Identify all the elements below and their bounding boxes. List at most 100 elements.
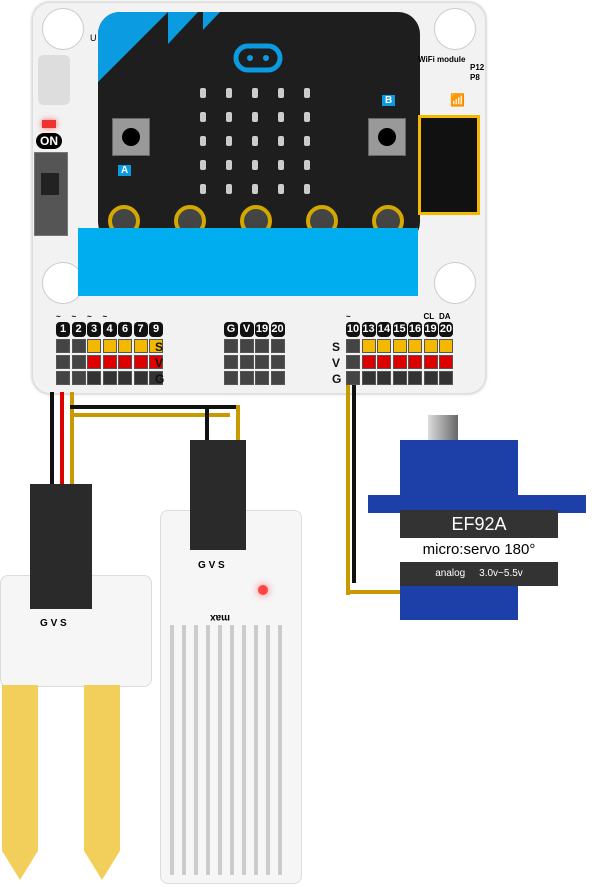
- header-pin[interactable]: [255, 355, 269, 369]
- header-pin[interactable]: [71, 355, 86, 369]
- header-pin[interactable]: [149, 371, 163, 385]
- pin-label: 16: [408, 322, 422, 337]
- header-pin[interactable]: [102, 355, 117, 369]
- header-pin[interactable]: [224, 339, 238, 353]
- pin-mark: CL: [423, 312, 435, 321]
- led: [200, 112, 206, 122]
- led: [200, 184, 206, 194]
- header-pin[interactable]: [423, 355, 438, 369]
- soil-sensor-pins: G V S: [40, 618, 67, 629]
- header-pin[interactable]: [71, 371, 86, 385]
- header-pin[interactable]: [87, 355, 101, 369]
- water-sensor-led: [258, 585, 268, 595]
- header-pin[interactable]: [439, 371, 453, 385]
- wire-black: [352, 385, 356, 583]
- power-label: ON: [36, 133, 62, 149]
- led: [226, 160, 232, 170]
- header-pin[interactable]: [239, 355, 254, 369]
- led: [200, 136, 206, 146]
- wifi-icon: 📶: [450, 93, 465, 107]
- row-label: S: [155, 340, 164, 354]
- header-pin[interactable]: [149, 339, 163, 353]
- header-pin[interactable]: [224, 371, 238, 385]
- pin-label: 1: [56, 322, 70, 337]
- header-pin[interactable]: [423, 339, 438, 353]
- edge-connector: [78, 228, 418, 296]
- power-switch[interactable]: [34, 152, 68, 236]
- microbit-board: [98, 12, 420, 244]
- row-label: G: [332, 372, 342, 386]
- wire-black: [70, 405, 240, 409]
- led: [252, 184, 258, 194]
- header-pin[interactable]: [102, 339, 117, 353]
- header-pin[interactable]: [439, 355, 453, 369]
- led: [252, 112, 258, 122]
- header-pin[interactable]: [118, 355, 132, 369]
- led: [304, 136, 310, 146]
- servo-name: micro:servo 180°: [400, 538, 558, 562]
- header-pin[interactable]: [102, 371, 117, 385]
- pin-label: 2: [71, 322, 86, 337]
- header-pin[interactable]: [239, 339, 254, 353]
- header-pin[interactable]: [346, 371, 360, 385]
- header-pin[interactable]: [361, 355, 376, 369]
- pin-label: 3: [87, 322, 101, 337]
- pin-label: 13: [361, 322, 376, 337]
- header-pin[interactable]: [118, 371, 132, 385]
- header-pin[interactable]: [71, 339, 86, 353]
- header-pin[interactable]: [224, 355, 238, 369]
- header-pin[interactable]: [346, 339, 360, 353]
- button-a[interactable]: [112, 118, 150, 156]
- wire-yellow: [346, 385, 350, 595]
- header-pin[interactable]: [56, 371, 70, 385]
- header-pin[interactable]: [255, 339, 269, 353]
- row-label: G: [155, 372, 165, 386]
- header-pin[interactable]: [87, 339, 101, 353]
- header-pin[interactable]: [87, 371, 101, 385]
- header-pin[interactable]: [377, 371, 391, 385]
- pin-mark: ~: [87, 312, 92, 321]
- header-pin[interactable]: [392, 355, 407, 369]
- header-pin[interactable]: [408, 355, 422, 369]
- header-pin[interactable]: [56, 355, 70, 369]
- pin-mark: DA: [439, 312, 451, 321]
- header-pin[interactable]: [118, 339, 132, 353]
- header-pin[interactable]: [346, 355, 360, 369]
- wire-red: [60, 392, 64, 484]
- header-pin[interactable]: [423, 371, 438, 385]
- wire-black: [205, 405, 209, 445]
- header-pin[interactable]: [149, 355, 163, 369]
- water-sensor-connector: [190, 440, 246, 550]
- header-pin[interactable]: [133, 339, 148, 353]
- button-b[interactable]: [368, 118, 406, 156]
- header-pin[interactable]: [377, 339, 391, 353]
- soil-probe-right: [84, 685, 120, 880]
- header-pin[interactable]: [270, 371, 285, 385]
- header-pin[interactable]: [133, 355, 148, 369]
- header-pin[interactable]: [270, 355, 285, 369]
- pin-label: 20: [439, 322, 453, 337]
- header-pin[interactable]: [56, 339, 70, 353]
- led: [278, 88, 284, 98]
- header-pin[interactable]: [439, 339, 453, 353]
- header-pin[interactable]: [361, 371, 376, 385]
- header-pin[interactable]: [408, 339, 422, 353]
- header-pin[interactable]: [270, 339, 285, 353]
- wire-black: [50, 392, 54, 484]
- header-pin[interactable]: [239, 371, 254, 385]
- soil-sensor-connector: [30, 484, 92, 609]
- led: [304, 160, 310, 170]
- water-sensor-label: max: [210, 612, 231, 623]
- header-pin[interactable]: [361, 339, 376, 353]
- header-pin[interactable]: [377, 355, 391, 369]
- header-pin[interactable]: [392, 339, 407, 353]
- header-pin[interactable]: [133, 371, 148, 385]
- pin-label: 14: [377, 322, 391, 337]
- header-pin[interactable]: [408, 371, 422, 385]
- led: [278, 184, 284, 194]
- led: [226, 136, 232, 146]
- header-pin[interactable]: [255, 371, 269, 385]
- header-pin[interactable]: [392, 371, 407, 385]
- led: [278, 136, 284, 146]
- usb-port: [38, 55, 70, 105]
